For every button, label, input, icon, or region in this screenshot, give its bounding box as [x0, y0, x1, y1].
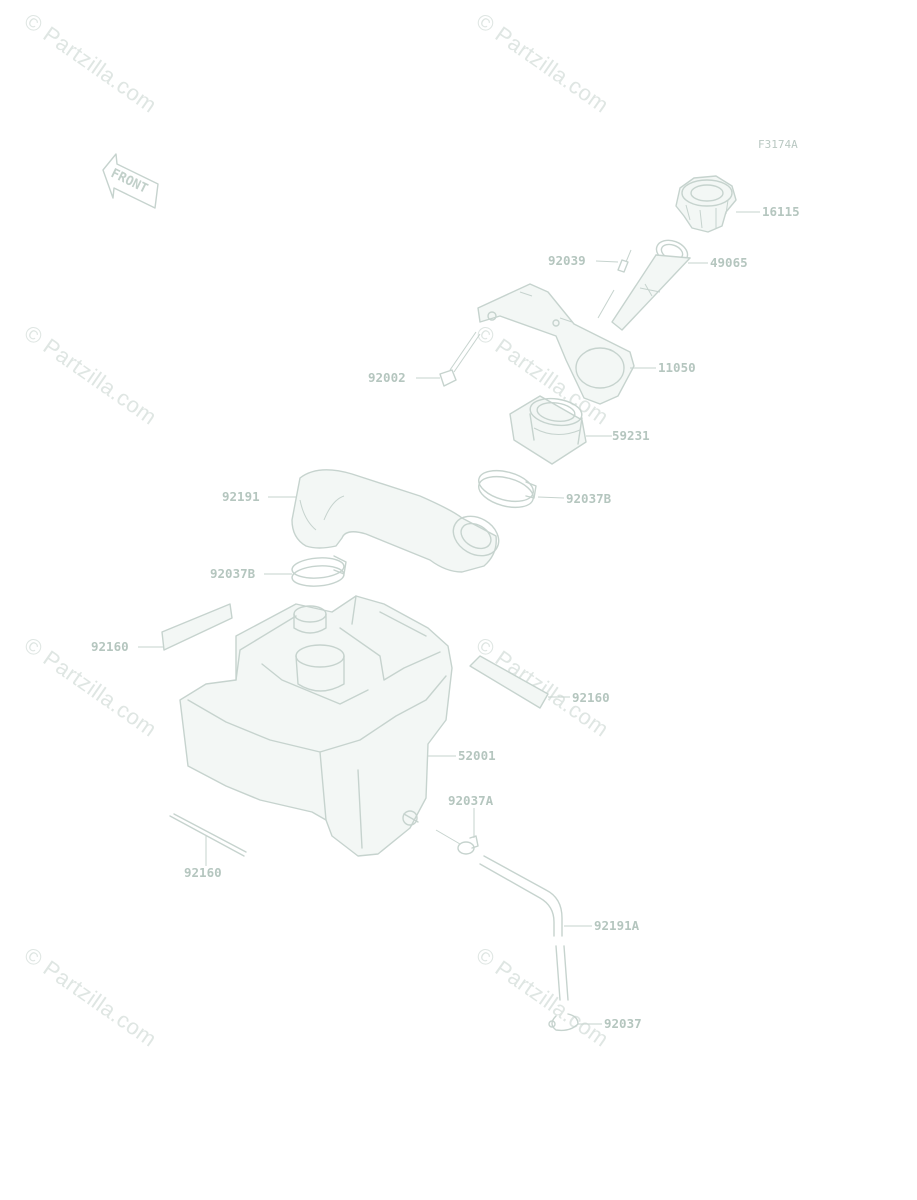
hose-clamp-part[interactable] [291, 555, 347, 588]
hose-clamp-part[interactable] [475, 465, 537, 513]
part-label-92160-left[interactable]: 92160 [91, 639, 129, 654]
neck-flange-part[interactable] [509, 395, 587, 465]
part-label-11050[interactable]: 11050 [658, 360, 696, 375]
wire-clip-part[interactable] [548, 1013, 579, 1032]
part-label-92037[interactable]: 92037 [604, 1016, 642, 1031]
diagram-reference-code: F3174A [758, 138, 798, 151]
part-label-92002[interactable]: 92002 [368, 370, 406, 385]
part-label-92037a[interactable]: 92037A [448, 793, 494, 808]
pad-part[interactable] [169, 813, 247, 857]
pad-part[interactable] [469, 655, 549, 709]
fuel-tank-part[interactable] [179, 595, 453, 857]
part-label-92039[interactable]: 92039 [548, 253, 586, 268]
front-arrow-icon: FRONT [102, 153, 159, 209]
bracket-part[interactable] [477, 283, 635, 405]
small-clamp-part[interactable] [435, 829, 479, 855]
part-label-92191[interactable]: 92191 [222, 489, 260, 504]
filler-neck-part[interactable] [611, 236, 691, 331]
part-label-92160-bottom[interactable]: 92160 [184, 865, 222, 880]
part-label-92037b-upper[interactable]: 92037B [566, 491, 612, 506]
part-label-52001[interactable]: 52001 [458, 748, 496, 763]
filler-cap-part[interactable] [675, 175, 737, 233]
clip-part[interactable] [617, 249, 632, 273]
pad-part[interactable] [161, 603, 233, 651]
bolt-part[interactable] [439, 331, 481, 387]
part-label-92191a[interactable]: 92191A [594, 918, 640, 933]
part-label-16115[interactable]: 16115 [762, 204, 800, 219]
drain-hose-part[interactable] [479, 855, 569, 1001]
part-label-92160-right[interactable]: 92160 [572, 690, 610, 705]
hose-part[interactable] [291, 469, 506, 573]
part-label-59231[interactable]: 59231 [612, 428, 650, 443]
leader-lines [138, 211, 760, 1025]
part-label-92037b-lower[interactable]: 92037B [210, 566, 256, 581]
part-label-49065[interactable]: 49065 [710, 255, 748, 270]
